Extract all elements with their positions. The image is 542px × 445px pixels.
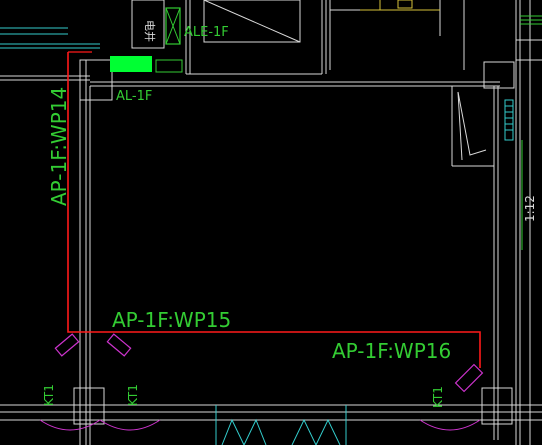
top-left-pipe-lines <box>0 27 100 49</box>
circuit-route-wp14-wp16[interactable] <box>67 52 481 368</box>
ac-unit-label-kt1-left: KT1 <box>42 384 56 406</box>
lighting-panel-al-1f[interactable] <box>110 56 152 72</box>
top-yellow-detail <box>360 0 440 11</box>
circuit-label-wp14: AP-1F:WP14 <box>47 87 71 206</box>
panel-label-al-1f: AL-1F <box>116 89 152 104</box>
panel-label-ale-1f: ALE-1F <box>184 25 229 40</box>
top-fragment-label: 电井 <box>143 20 157 42</box>
ac-unit-label-kt1-right: KT1 <box>431 386 445 408</box>
room-walls <box>0 60 542 445</box>
emergency-panel-ale-1f[interactable] <box>165 7 181 45</box>
top-right-markers <box>520 15 542 25</box>
slope-note: 1:12 <box>523 195 537 222</box>
ramp-area <box>457 0 542 445</box>
structural-columns <box>73 0 515 425</box>
bottom-doors <box>215 405 347 445</box>
upper-room-outlines <box>185 0 465 75</box>
circuit-label-wp15: AP-1F:WP15 <box>112 308 231 332</box>
ramp-hatch <box>504 99 514 141</box>
panel-outline <box>155 59 183 73</box>
bottom-arc-fixtures <box>39 419 481 431</box>
ac-unit-label-kt1-mid: KT1 <box>126 384 140 406</box>
ac-unit-kt1-left-fixture[interactable] <box>54 333 484 393</box>
circuit-label-wp16: AP-1F:WP16 <box>332 339 451 363</box>
